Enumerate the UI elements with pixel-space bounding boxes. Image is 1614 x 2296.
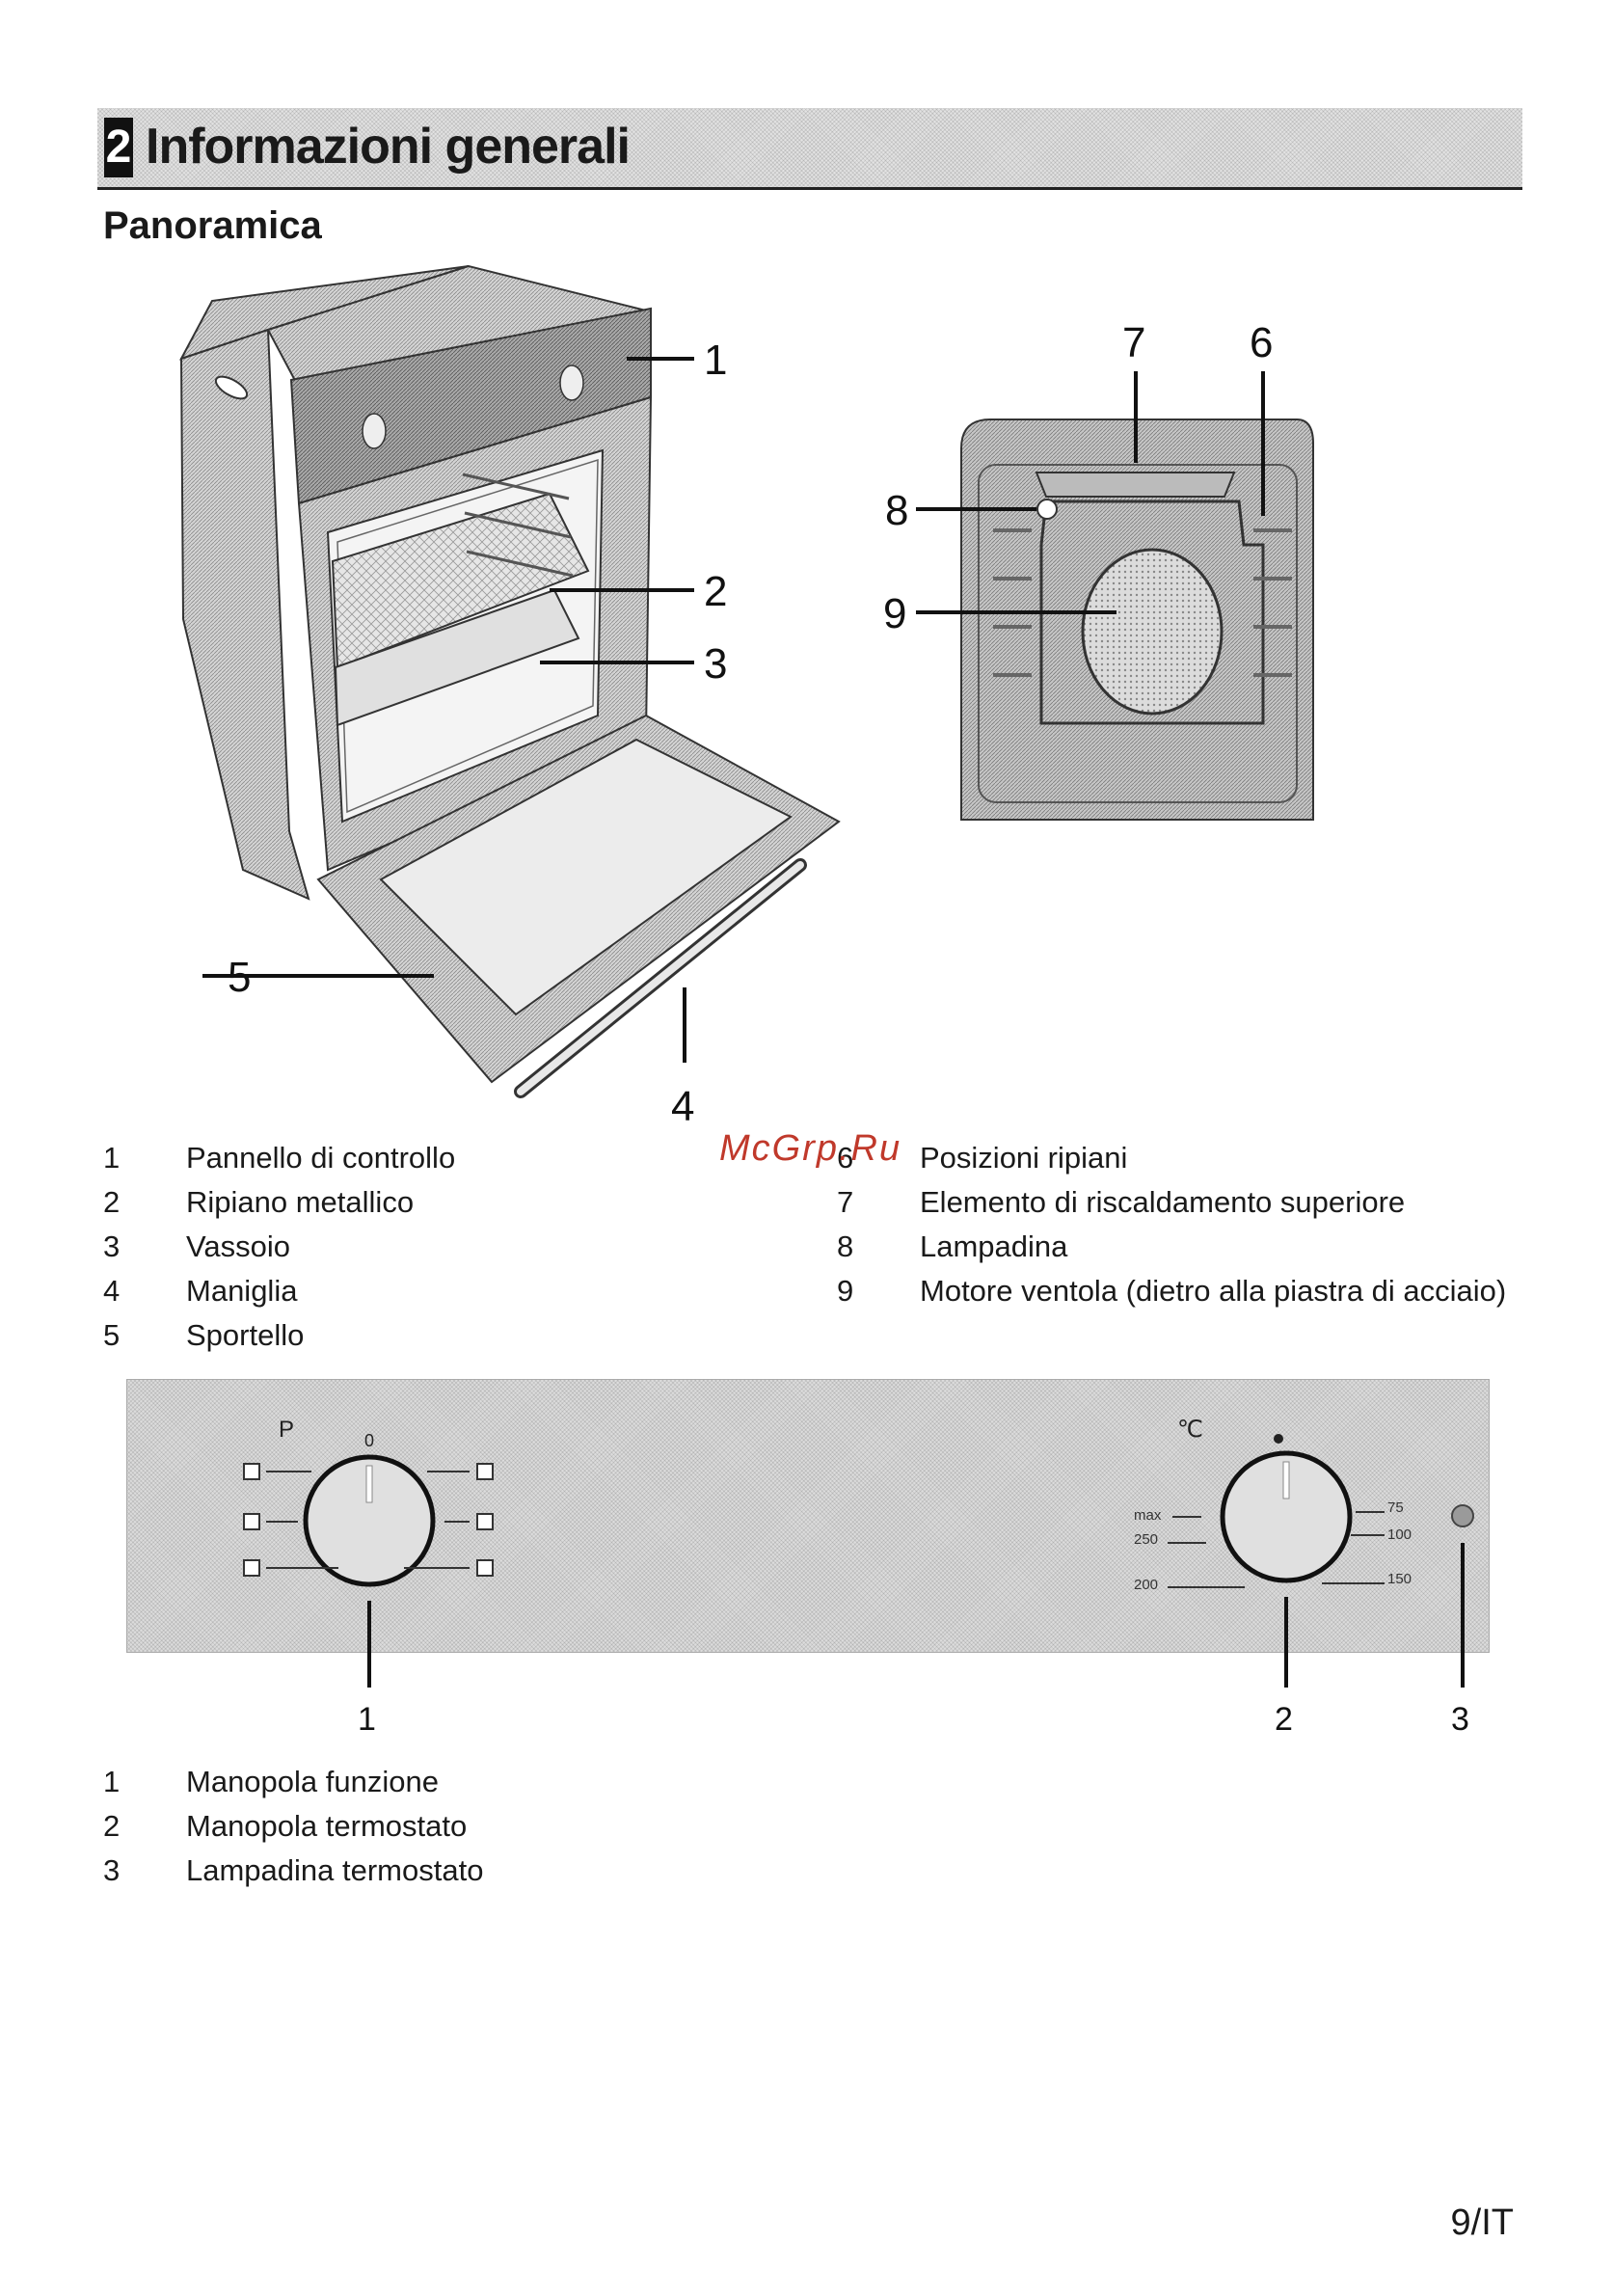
legend-item: 2 Ripiano metallico: [103, 1185, 682, 1220]
legend-text: Lampadina termostato: [186, 1853, 484, 1887]
legend-num: 9: [837, 1274, 854, 1308]
legend-item: 8 Lampadina: [837, 1229, 1358, 1264]
top-bottom-heat-icon: [243, 1513, 260, 1530]
callout-4: 4: [671, 1083, 694, 1130]
panel-callout-2: 2: [1275, 1701, 1293, 1738]
legend-num: 8: [837, 1229, 854, 1263]
watermark: McGrp.Ru: [719, 1128, 902, 1169]
bottom-heat-icon: [476, 1513, 494, 1530]
legend-item: 6 Posizioni ripiani: [837, 1141, 1358, 1175]
page-number: 9/IT: [1450, 2202, 1514, 2243]
legend-item: 1 Manopola funzione: [103, 1765, 682, 1799]
legend-item: 3 Vassoio: [103, 1229, 682, 1264]
fan-icon: [476, 1463, 494, 1480]
legend-num: 6: [837, 1141, 854, 1175]
legend-text: Elemento di riscaldamento superiore: [920, 1185, 1406, 1219]
legend-item: 3 Lampadina termostato: [103, 1853, 682, 1888]
legend-text: Posizioni ripiani: [920, 1141, 1128, 1175]
temp-mark-75: 75: [1387, 1499, 1404, 1516]
oven-cavity-illustration: 7 6 8 9: [883, 319, 1314, 821]
panel-callout-1: 1: [358, 1701, 376, 1738]
legend-text: Lampadina: [920, 1229, 1068, 1263]
legend-text: Pannello di controllo: [186, 1141, 456, 1175]
temp-mark-150: 150: [1387, 1571, 1412, 1587]
legend-text: Ripiano metallico: [186, 1185, 415, 1219]
legend-item: 4 Maniglia: [103, 1274, 682, 1309]
section-number: 2: [104, 118, 133, 177]
legend-text: Manopola funzione: [186, 1765, 439, 1798]
legend-num: 3: [103, 1229, 121, 1263]
legend-text: Vassoio: [186, 1229, 290, 1263]
section-title: Informazioni generali: [146, 119, 631, 175]
legend-text: Manopola termostato: [186, 1809, 468, 1843]
temp-mark-250: 250: [1134, 1531, 1158, 1548]
legend-item: 9 Motore ventola (dietro alla piastra di…: [837, 1274, 1506, 1309]
section-header: 2 Informazioni generali: [97, 108, 1522, 190]
program-label: P: [279, 1417, 294, 1443]
legend-num: 1: [103, 1141, 121, 1175]
zero-label: 0: [364, 1431, 374, 1450]
callout-8: 8: [885, 487, 908, 534]
legend-num: 2: [103, 1809, 121, 1843]
callout-6: 6: [1250, 319, 1273, 366]
oven-illustration: 1 2 3 4 5: [178, 264, 841, 1130]
legend-item: 5 Sportello: [103, 1318, 682, 1353]
legend-item: 7 Elemento di riscaldamento superiore: [837, 1185, 1405, 1220]
callout-1: 1: [704, 337, 727, 384]
legend-num: 4: [103, 1274, 121, 1308]
grill-icon: [243, 1559, 260, 1577]
callout-9: 9: [883, 590, 906, 637]
callout-2: 2: [704, 568, 727, 615]
celsius-label: ℃: [1177, 1417, 1203, 1443]
callout-7: 7: [1122, 319, 1145, 366]
subheading: Panoramica: [103, 204, 322, 247]
temp-mark-max: max: [1134, 1507, 1162, 1524]
legend-num: 1: [103, 1765, 121, 1798]
legend-item: 2 Manopola termostato: [103, 1809, 682, 1844]
grill-fan-icon: [243, 1463, 260, 1480]
callout-5: 5: [228, 954, 251, 1001]
legend-num: 5: [103, 1318, 121, 1352]
legend-num: 7: [837, 1185, 854, 1219]
legend-text: Sportello: [186, 1318, 305, 1352]
panel-callout-3: 3: [1451, 1701, 1469, 1738]
legend-num: 3: [103, 1853, 121, 1887]
legend-text: Motore ventola (dietro alla piastra di a…: [920, 1274, 1507, 1308]
callout-3: 3: [704, 640, 727, 688]
top-heat-icon: [476, 1559, 494, 1577]
overview-legend: 1 Pannello di controllo 2 Ripiano metall…: [103, 1141, 1506, 1363]
temp-mark-100: 100: [1387, 1526, 1412, 1543]
panel-legend: 1 Manopola funzione 2 Manopola termostat…: [103, 1765, 778, 1900]
legend-text: Maniglia: [186, 1274, 298, 1308]
control-panel-diagram: P 0 ℃ max 250 200 75 100 150 1 2 3: [243, 1417, 1474, 1738]
legend-num: 2: [103, 1185, 121, 1219]
temp-mark-200: 200: [1134, 1577, 1158, 1593]
legend-item: 1 Pannello di controllo: [103, 1141, 682, 1175]
